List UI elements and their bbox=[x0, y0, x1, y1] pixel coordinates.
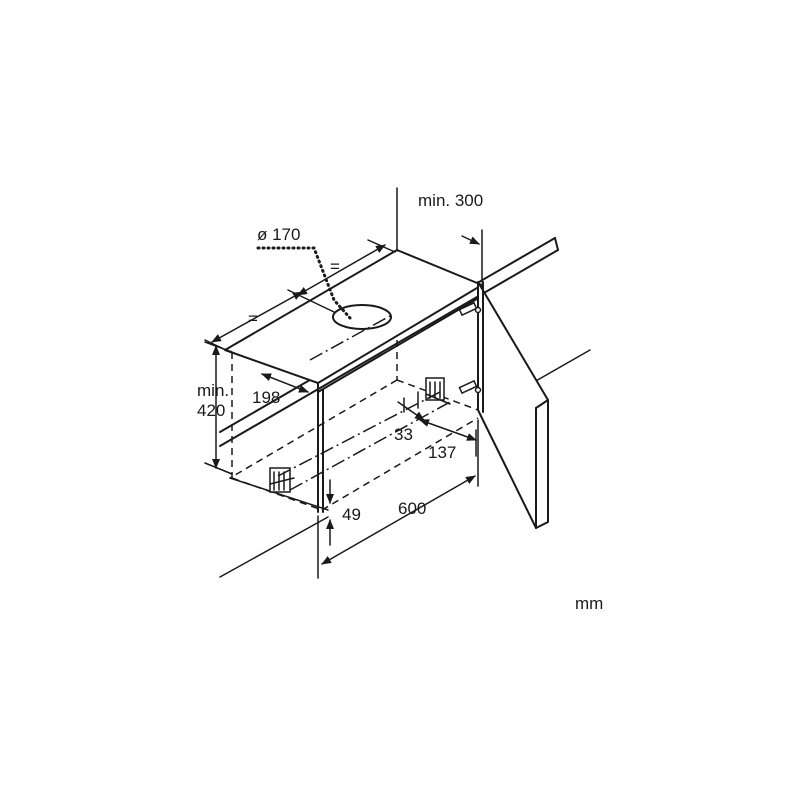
width-600-label: 600 bbox=[398, 499, 426, 518]
bracket-icon bbox=[269, 467, 295, 493]
diameter-label: ø 170 bbox=[257, 225, 300, 244]
unit-label: mm bbox=[575, 594, 603, 613]
offset-49-label: 49 bbox=[342, 505, 361, 524]
dimension-height bbox=[204, 341, 233, 475]
diameter-leader bbox=[256, 246, 352, 320]
bracket-icon bbox=[425, 377, 451, 405]
hinge-icon bbox=[458, 301, 482, 395]
offset-33-label: 33 bbox=[394, 425, 413, 444]
min-height-label-1: min. bbox=[197, 381, 229, 400]
dimension-600 bbox=[317, 419, 479, 579]
dimension-198 bbox=[261, 373, 309, 393]
dimension-min-300 bbox=[396, 187, 483, 283]
dimension-137 bbox=[419, 419, 477, 457]
dimension-33 bbox=[397, 391, 425, 421]
offset-137-label: 137 bbox=[428, 443, 456, 462]
cabinet-front-edge bbox=[317, 389, 324, 513]
extraction-hole bbox=[332, 304, 392, 330]
min-height-label-2: 420 bbox=[197, 401, 225, 420]
equal-left-label: = bbox=[248, 309, 258, 328]
equal-right-label: = bbox=[330, 257, 340, 276]
door bbox=[477, 281, 549, 529]
min-300-label: min. 300 bbox=[418, 191, 483, 210]
depth-198-label: 198 bbox=[252, 388, 280, 407]
